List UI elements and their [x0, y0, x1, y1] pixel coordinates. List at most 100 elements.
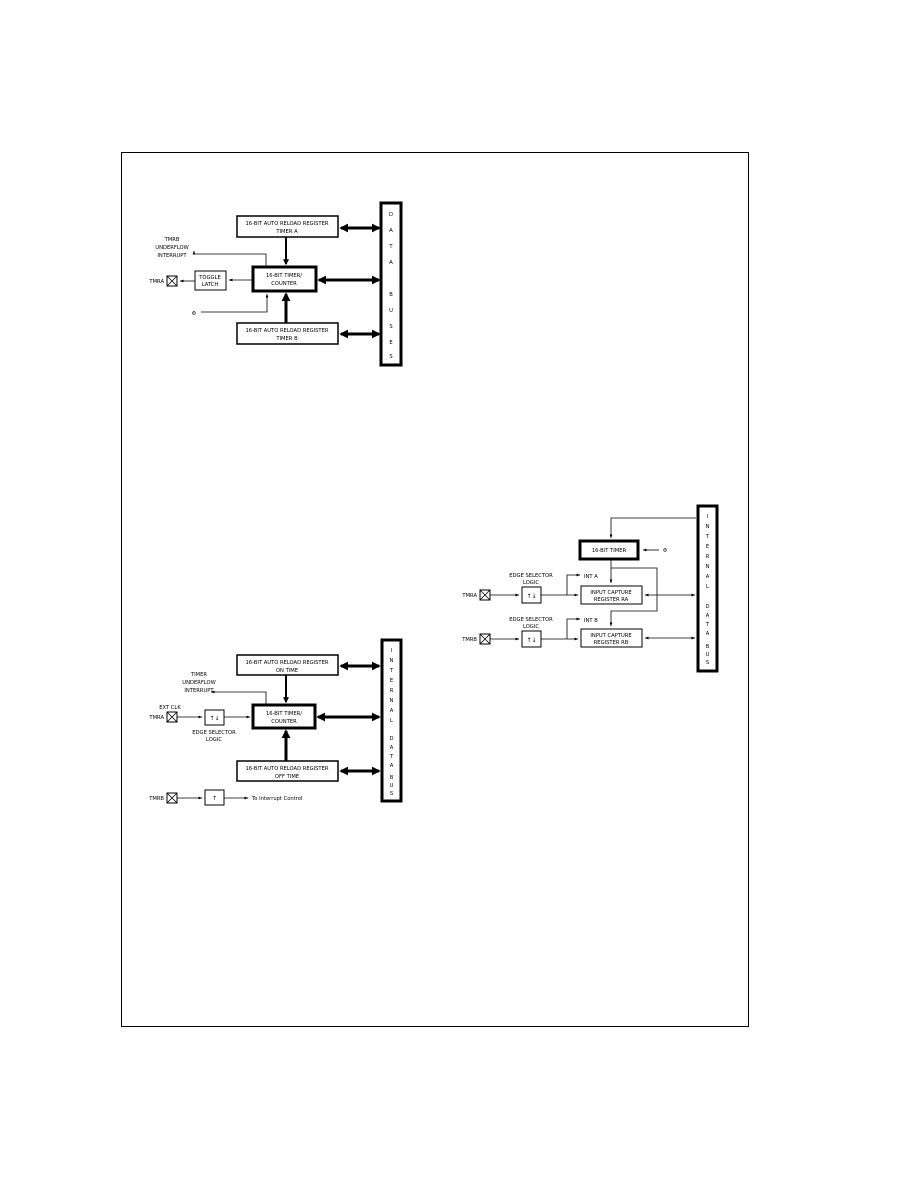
bus-letter: D: [389, 212, 393, 218]
capture-register-ra-label: INPUT CAPTURE: [590, 590, 631, 596]
reload-register-on-time-sublabel: ON TIME: [276, 668, 298, 674]
bus-letter: T: [389, 754, 394, 760]
edge-arrows-icon: ↑↓: [526, 593, 536, 600]
bus-letter: B: [390, 775, 394, 781]
timer-counter: [251, 703, 317, 730]
figure-frame: [121, 152, 749, 1027]
bus-letter: L: [390, 718, 393, 724]
bus-letter: N: [390, 698, 394, 704]
capture-register-ra-label: REGISTER RA: [594, 597, 629, 603]
bus-letters: D A T A B U S E S: [388, 212, 393, 360]
capture-register-ra: [580, 585, 643, 605]
reload-register-on-time-label: 16-BIT AUTO RELOAD REGISTER: [246, 660, 329, 666]
bus-letter: T: [388, 244, 393, 250]
bus-letters: I N T E R N A L D A T A B U S: [389, 648, 394, 797]
bus-letter: B: [706, 644, 710, 650]
bus-letters: I N T E R N A L D A T A B U S: [705, 514, 710, 666]
bus-letter: N: [390, 658, 394, 664]
ext-clk-label: EXT CLK: [159, 705, 181, 711]
edge-selector-label: LOGIC: [206, 737, 222, 743]
up-arrow-icon: ↑: [212, 795, 217, 802]
edge-selector-a-label: LOGIC: [523, 580, 539, 586]
timer-16bit-label: 16-BIT TIMER: [592, 548, 627, 554]
toggle-latch-label: LATCH: [202, 282, 219, 288]
edge-selector: [204, 709, 225, 726]
timer-counter-label: 16-BIT TIMER/: [266, 711, 302, 717]
bus-letter: A: [390, 763, 394, 769]
bus-letter: A: [706, 613, 710, 619]
bus-letter: A: [389, 228, 393, 234]
clock-label: Φ: [663, 548, 667, 554]
bus-letter: U: [389, 308, 393, 314]
bus-letter: T: [705, 622, 710, 628]
capture-register-rb-label: INPUT CAPTURE: [590, 633, 631, 639]
underflow-label: UNDERFLOW: [155, 245, 188, 251]
reload-register-a-sublabel: TIMER A: [275, 229, 298, 235]
toggle-latch-label: TOGGLE: [198, 275, 220, 281]
connections: [490, 517, 696, 641]
capture-register-rb-label: REGISTER RB: [594, 640, 629, 646]
bus-letter: E: [706, 544, 709, 550]
underflow-label: INTERRUPT: [157, 253, 187, 259]
reload-register-off-time-label: 16-BIT AUTO RELOAD REGISTER: [246, 766, 329, 772]
reload-register-a-label: 16-BIT AUTO RELOAD REGISTER: [246, 221, 329, 227]
timer-counter-label: 16-BIT TIMER/: [266, 273, 302, 279]
capture-register-rb: [580, 628, 643, 648]
pin-tmra-label: TMRA: [148, 279, 164, 285]
edge-selector-label: EDGE SELECTOR: [192, 730, 236, 736]
data-bus: [379, 201, 403, 367]
reload-register-b-sublabel: TIMER B: [275, 336, 298, 342]
reload-register-on-time: [236, 654, 339, 676]
internal-data-bus: [696, 504, 719, 673]
bus-letter: E: [389, 340, 392, 346]
diagram-timer-pwm: D A T A B U S E S 16-BIT AUTO RELOAD REG…: [148, 201, 403, 367]
bus-letter: S: [706, 660, 709, 666]
bus-letter: A: [706, 631, 710, 637]
pin-tmra-label: TMRA: [461, 593, 477, 599]
pin-tmra-label: TMRA: [148, 715, 164, 721]
pin-tmrb-label: TMRB: [461, 637, 477, 643]
bus-letter: T: [705, 534, 710, 540]
bus-letter: I: [391, 648, 393, 654]
interrupt-label: UNDERFLOW: [182, 680, 215, 686]
pin-tmrb-label: TMRB: [148, 796, 164, 802]
edge-arrows-icon: ↑↓: [526, 637, 536, 644]
clock-label: Φ: [192, 311, 196, 317]
diagram-input-capture: I N T E R N A L D A T A B U S 16-BIT TIM…: [461, 504, 719, 673]
reload-register-a: [236, 215, 339, 238]
timer-16bit: [578, 539, 640, 561]
bus-letter: U: [706, 652, 710, 658]
interrupt-label: TIMER: [190, 672, 207, 678]
timer-counter: [251, 265, 318, 293]
bus-letter: N: [706, 524, 710, 530]
reload-register-off-time-sublabel: OFF TIME: [275, 774, 299, 780]
bus-letter: N: [706, 564, 710, 570]
bus-letter: R: [390, 688, 394, 694]
reload-register-b-label: 16-BIT AUTO RELOAD REGISTER: [246, 328, 329, 334]
bus-letter: D: [706, 604, 710, 610]
bus-letter: T: [389, 668, 394, 674]
bus-letter: S: [389, 354, 392, 360]
bus-letter: A: [706, 574, 710, 580]
diagram-timer-external-event: I N T E R N A L D A T A B U S 16-BIT AUT…: [148, 638, 403, 806]
bus-letter: D: [390, 736, 394, 742]
bus-letter: B: [389, 292, 393, 298]
bus-letter: I: [707, 514, 709, 520]
bus-letter: A: [390, 745, 394, 751]
underflow-label: TMRB: [164, 237, 180, 243]
bus-letter: S: [389, 324, 392, 330]
bus-letter: A: [390, 708, 394, 714]
bus-letter: L: [706, 584, 709, 590]
edge-selector-a-label: EDGE SELECTOR: [509, 573, 553, 579]
connections: [177, 661, 381, 800]
timer-counter-label: COUNTER: [271, 719, 297, 725]
timer-counter-label: COUNTER: [271, 281, 297, 287]
toggle-latch: [194, 270, 227, 291]
int-a-label: INT A: [584, 574, 598, 580]
internal-data-bus: [380, 638, 403, 803]
edge-selector-b-label: EDGE SELECTOR: [509, 617, 553, 623]
interrupt-label: INTERRUPT: [184, 688, 214, 694]
rising-edge-box: [204, 789, 225, 806]
int-b-label: INT B: [584, 618, 598, 624]
to-interrupt-control-label: To Interrupt Control: [251, 796, 302, 802]
